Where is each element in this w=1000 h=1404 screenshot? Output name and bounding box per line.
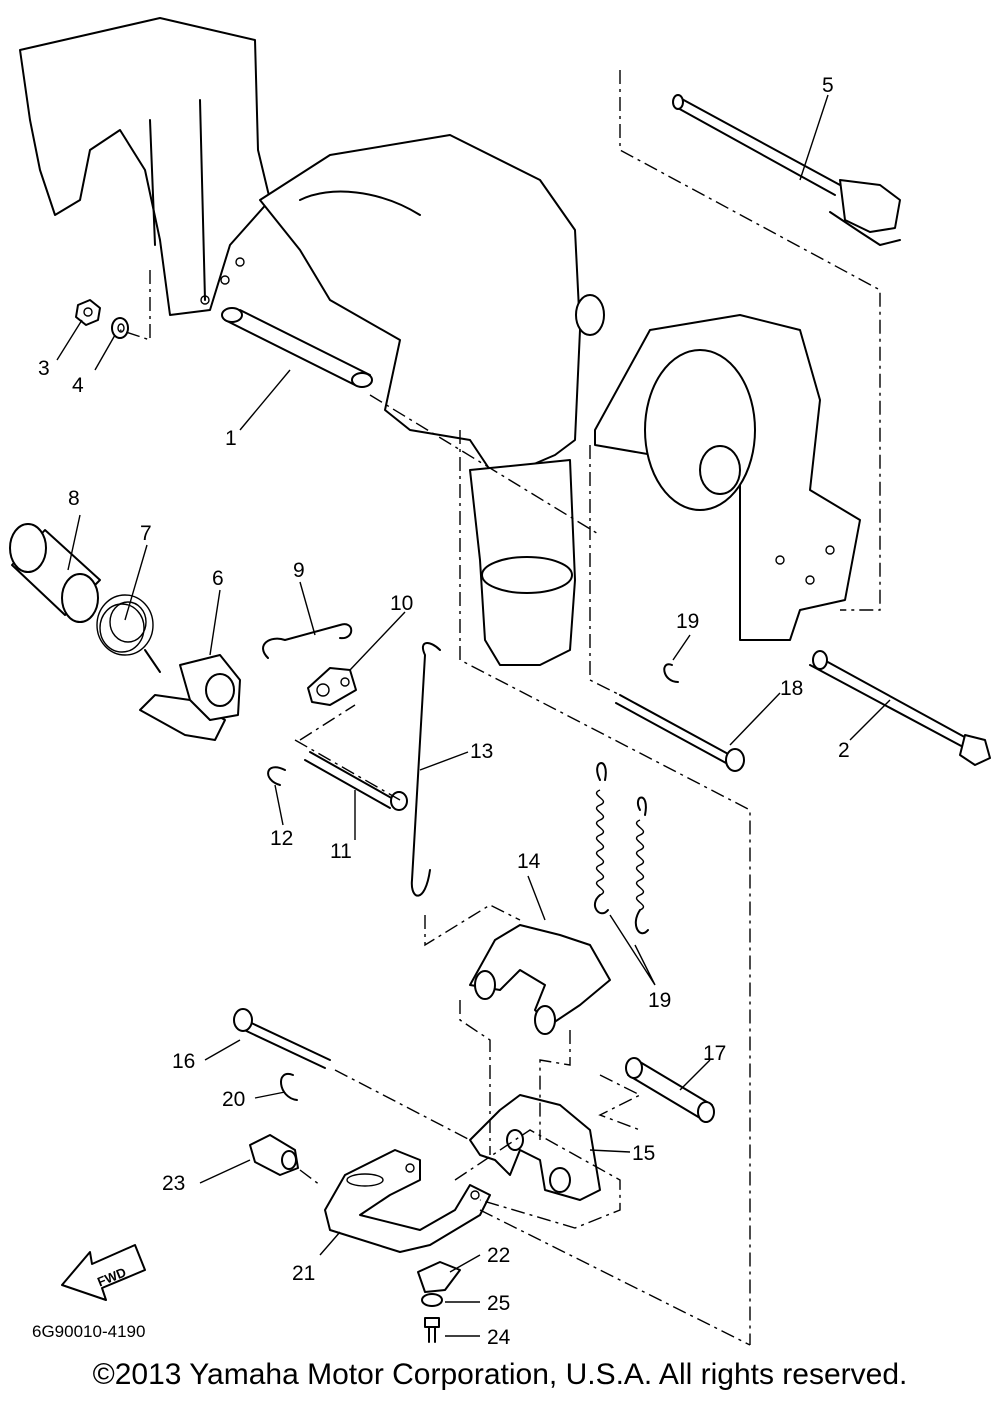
copyright-notice: ©2013 Yamaha Motor Corporation, U.S.A. A… [92, 1358, 908, 1391]
label-part-16: 16 [172, 1050, 195, 1073]
part-15-bracket [469, 1094, 601, 1201]
clamp-bracket-center [259, 134, 605, 666]
part-22-clip [417, 1261, 461, 1293]
part-5-rod [672, 94, 901, 246]
label-part-9: 9 [293, 559, 305, 582]
part-25-washer [421, 1293, 443, 1307]
label-part-24: 24 [487, 1326, 511, 1349]
label-part-10: 10 [390, 592, 413, 615]
label-part-18: 18 [780, 677, 803, 700]
label-part-20: 19 [648, 989, 671, 1012]
part-6-lever [139, 654, 241, 741]
label-part-11: 11 [330, 840, 352, 863]
label-part-19-upper: 19 [676, 610, 699, 633]
part-14-bracket [469, 924, 611, 1035]
label-part-23: 23 [162, 1172, 185, 1195]
part-7-spring [96, 594, 161, 673]
part-4-washer [111, 317, 129, 339]
label-part-12: 12 [270, 827, 293, 850]
label-part-1: 1 [225, 427, 237, 450]
part-19-clip-upper [663, 663, 679, 683]
part-13-rod [410, 642, 441, 897]
assembly-guide-lines [119, 70, 881, 1346]
label-part-4: 4 [72, 374, 84, 397]
part-labels: 3 4 1 5 8 7 6 9 10 13 12 11 19 18 2 14 1… [38, 74, 850, 1349]
label-part-14: 14 [517, 850, 541, 873]
fwd-direction-arrow: FWD [61, 1244, 146, 1301]
part-2-bolt [809, 650, 991, 766]
part-16-pin [233, 1008, 331, 1069]
label-part-17: 17 [703, 1042, 726, 1065]
part-19-clip-lower [280, 1072, 298, 1101]
part-9-spring-wire [262, 623, 353, 659]
label-part-5: 5 [822, 74, 834, 97]
part-20-springs [594, 762, 649, 935]
clamp-bracket-right [594, 314, 861, 641]
part-8-sleeve [9, 523, 101, 623]
part-10-link [307, 667, 357, 706]
label-part-22: 22 [487, 1244, 510, 1267]
part-18-pin [615, 694, 745, 772]
label-part-6: 6 [212, 567, 224, 590]
leader-lines [56, 94, 891, 1337]
part-24-bolt [424, 1317, 440, 1343]
label-part-25: 25 [487, 1292, 510, 1315]
swivel-bracket-left [19, 17, 271, 316]
part-3-nut [75, 299, 101, 326]
drawing-code: 6G90010-4190 [32, 1322, 145, 1341]
label-part-2: 2 [838, 739, 850, 762]
part-11-pin [304, 751, 408, 811]
part-21-plate [324, 1149, 491, 1253]
part-12-clip [267, 766, 286, 786]
part-1-pipe [221, 307, 373, 388]
part-17-pipe [625, 1057, 715, 1123]
label-part-3: 3 [38, 357, 50, 380]
label-part-13: 13 [470, 740, 493, 763]
label-part-8: 8 [68, 487, 80, 510]
label-part-7: 7 [140, 522, 152, 545]
label-part-21: 21 [292, 1262, 315, 1285]
label-part-19-lower: 20 [222, 1088, 245, 1111]
label-part-15: 15 [632, 1142, 655, 1165]
part-23-cap [249, 1134, 299, 1176]
